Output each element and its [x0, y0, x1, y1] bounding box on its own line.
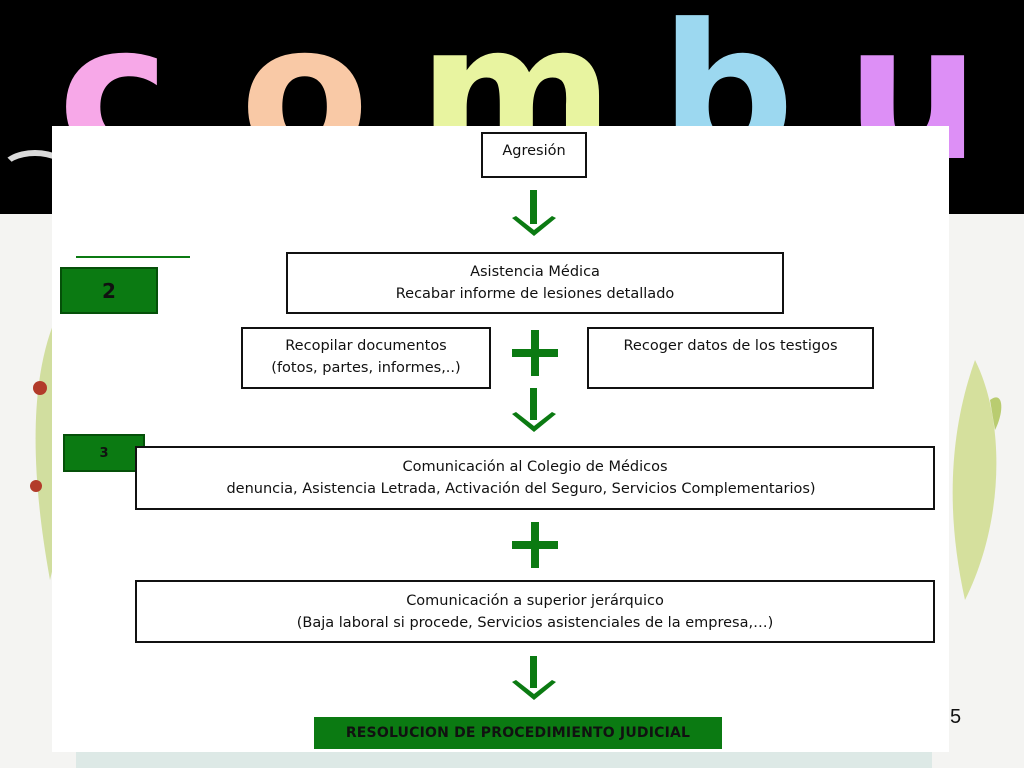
- node-colegio-title: Comunicación al Colegio de Médicos: [402, 459, 668, 475]
- node-agresion: Agresión: [481, 132, 587, 178]
- flowchart-panel: [52, 126, 949, 752]
- down-arrow-icon: [512, 656, 556, 700]
- node-asistencia-title: Asistencia Médica: [470, 264, 600, 280]
- node-resolucion: RESOLUCION DE PROCEDIMIENTO JUDICIAL: [314, 717, 722, 749]
- node-asistencia-subtitle: Recabar informe de lesiones detallado: [395, 286, 675, 302]
- down-arrow-icon: [512, 190, 556, 236]
- node-recopilar-documentos: Recopilar documentos (fotos, partes, inf…: [241, 327, 491, 389]
- plus-icon: [512, 522, 558, 568]
- step-badge-3: 3: [63, 434, 145, 472]
- step-badge-label: 2: [102, 278, 116, 303]
- node-testigos-label: Recoger datos de los testigos: [623, 338, 838, 354]
- node-recoger-testigos: Recoger datos de los testigos: [587, 327, 874, 389]
- plus-icon: [512, 330, 558, 376]
- slide-number: 5: [950, 706, 962, 728]
- node-agresion-label: Agresión: [502, 143, 566, 159]
- node-resolucion-label: RESOLUCION DE PROCEDIMIENTO JUDICIAL: [345, 725, 691, 741]
- node-recopilar-title: Recopilar documentos: [285, 338, 447, 354]
- node-recopilar-subtitle: (fotos, partes, informes,..): [271, 360, 461, 376]
- node-colegio-subtitle: denuncia, Asistencia Letrada, Activación…: [226, 481, 816, 497]
- step-badge-label: 3: [99, 445, 109, 461]
- node-superior-jerarquico: Comunicación a superior jerárquico (Baja…: [135, 580, 935, 643]
- step-badge-2: 2: [60, 267, 158, 314]
- node-colegio-medicos: Comunicación al Colegio de Médicos denun…: [135, 446, 935, 510]
- node-superior-subtitle: (Baja laboral si procede, Servicios asis…: [296, 615, 774, 631]
- step-divider-line: [76, 256, 190, 258]
- right-leaf-decoration: [952, 360, 1002, 600]
- node-asistencia-medica: Asistencia Médica Recabar informe de les…: [286, 252, 784, 314]
- node-superior-title: Comunicación a superior jerárquico: [406, 593, 664, 609]
- down-arrow-icon: [512, 388, 556, 432]
